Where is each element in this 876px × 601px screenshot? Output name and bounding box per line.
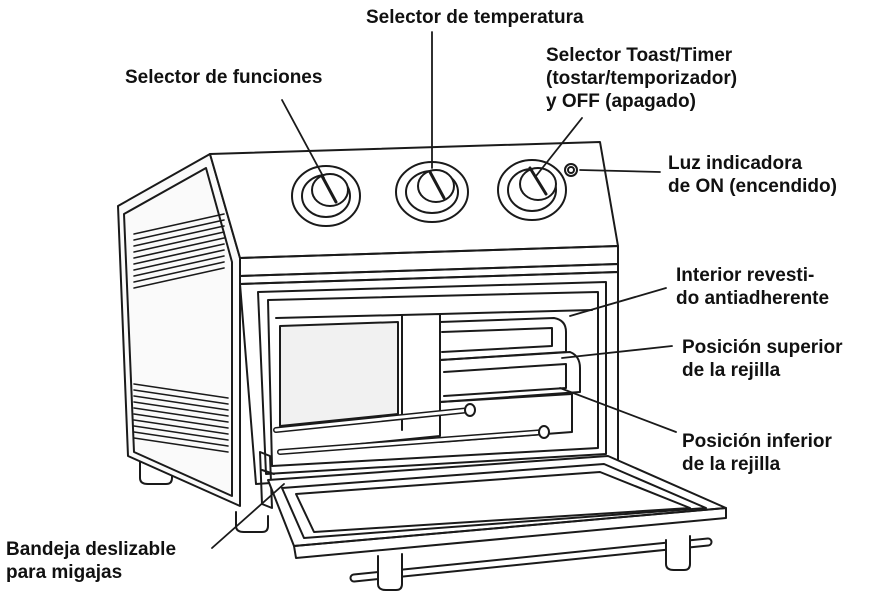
side-vents-upper bbox=[133, 213, 225, 289]
rack-rails bbox=[439, 317, 581, 443]
label-interior-line2: do antiadherente bbox=[676, 288, 830, 309]
label-indicator-line2: de ON (encendido) bbox=[668, 176, 837, 197]
leader-crumb-tray bbox=[211, 483, 285, 549]
leader-indicator bbox=[579, 169, 661, 173]
label-toast-timer-line1: Selector Toast/Timer bbox=[546, 45, 733, 66]
label-indicator-line1: Luz indicadora bbox=[668, 153, 803, 174]
leader-interior bbox=[569, 287, 667, 317]
control-panel bbox=[209, 141, 619, 285]
label-temperature-selector: Selector de temperatura bbox=[366, 7, 584, 28]
on-indicator-light bbox=[564, 163, 578, 177]
temperature-dial bbox=[395, 161, 469, 223]
crumb-tray bbox=[259, 451, 275, 509]
label-toast-timer-line3: y OFF (apagado) bbox=[546, 91, 696, 112]
label-interior-line1: Interior revesti- bbox=[676, 265, 815, 286]
label-nonstick-interior: Interior revesti- do antiadherente bbox=[676, 264, 829, 310]
oven-door bbox=[267, 455, 727, 559]
label-crumb-tray-line1: Bandeja deslizable bbox=[6, 539, 177, 560]
label-lower-rack-position: Posición inferior de la rejilla bbox=[682, 430, 832, 476]
label-on-indicator-light: Luz indicadora de ON (encendido) bbox=[668, 152, 837, 198]
leader-timer bbox=[535, 117, 583, 177]
label-toast-timer-line2: (tostar/temporizador) bbox=[546, 68, 738, 89]
oven-rack bbox=[273, 403, 550, 455]
label-toast-timer-selector: Selector Toast/Timer (tostar/temporizado… bbox=[546, 44, 737, 113]
label-crumb-tray-line2: para migajas bbox=[6, 562, 123, 583]
oven-feet bbox=[139, 461, 269, 533]
label-lower-rack-line2: de la rejilla bbox=[682, 454, 781, 475]
leader-upper-rack bbox=[561, 345, 673, 359]
function-dial bbox=[291, 165, 361, 227]
timer-dial bbox=[497, 159, 567, 221]
side-vents-lower bbox=[133, 383, 229, 453]
label-function-selector: Selector de funciones bbox=[125, 67, 323, 88]
label-upper-rack-position: Posición superior de la rejilla bbox=[682, 336, 842, 382]
leader-function bbox=[281, 99, 325, 179]
label-upper-rack-line2: de la rejilla bbox=[682, 360, 781, 381]
label-crumb-tray: Bandeja deslizable para migajas bbox=[6, 538, 176, 584]
callout-leader-lines bbox=[211, 31, 677, 549]
door-handle bbox=[349, 535, 713, 591]
leader-lower-rack bbox=[559, 387, 677, 433]
oven-side-panel bbox=[117, 153, 241, 507]
label-lower-rack-line1: Posición inferior bbox=[682, 431, 832, 452]
label-upper-rack-line1: Posición superior bbox=[682, 337, 843, 358]
